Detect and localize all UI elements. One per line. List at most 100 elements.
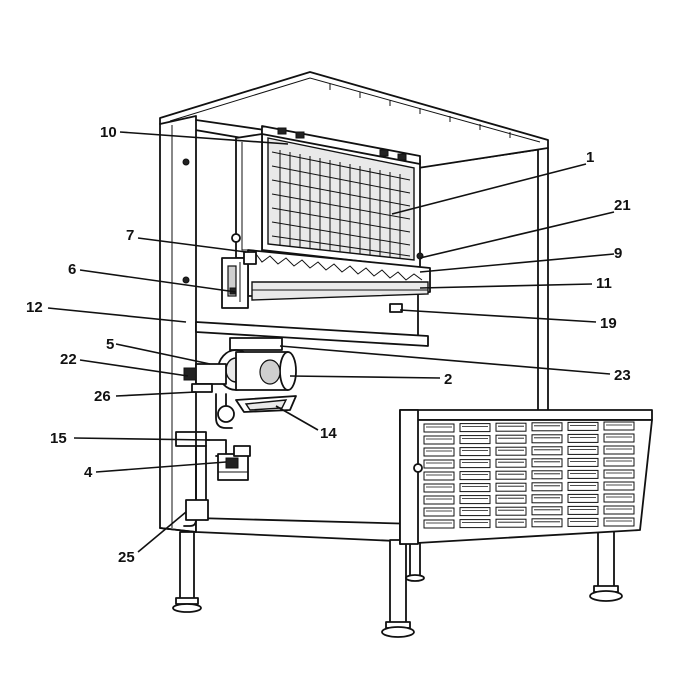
grille-slot xyxy=(567,481,599,491)
grille-slot xyxy=(567,445,599,455)
grille-slot xyxy=(423,447,455,457)
callout-21: 21 xyxy=(614,197,631,214)
grille-slot xyxy=(423,483,455,493)
grille-slot xyxy=(423,519,455,529)
water-pump-motor xyxy=(183,337,297,413)
grille-slot xyxy=(603,421,635,431)
callout-12: 12 xyxy=(26,299,43,316)
grille-slot xyxy=(495,494,527,504)
grille-slot xyxy=(495,422,527,432)
leader-12 xyxy=(47,307,187,323)
callout-25: 25 xyxy=(118,549,135,566)
grille-slot xyxy=(531,470,563,480)
leader-2 xyxy=(289,375,441,379)
grille-slot xyxy=(423,495,455,505)
grille-slot xyxy=(531,422,563,432)
callout-10: 10 xyxy=(100,124,117,141)
grille-slot xyxy=(531,458,563,468)
grille-slot xyxy=(567,517,599,527)
grille-slot xyxy=(459,495,491,505)
grille-slot xyxy=(567,433,599,443)
grille-slot xyxy=(423,459,455,469)
grille-slot xyxy=(531,494,563,504)
leader-1 xyxy=(391,163,587,215)
evaporator-assembly xyxy=(231,125,424,269)
callout-6: 6 xyxy=(68,261,76,278)
grille-slot xyxy=(567,421,599,431)
grille-slots xyxy=(423,421,635,529)
cabinet-frame xyxy=(159,71,549,543)
callout-4: 4 xyxy=(84,464,93,481)
leader-25 xyxy=(137,511,187,553)
grille-slot xyxy=(495,470,527,480)
callout-15: 15 xyxy=(50,430,67,447)
grille-slot xyxy=(423,435,455,445)
grille-slot xyxy=(423,471,455,481)
legs xyxy=(172,523,623,638)
grille-slot xyxy=(603,493,635,503)
grille-slot xyxy=(531,506,563,516)
grille-slot xyxy=(459,447,491,457)
grille-slot xyxy=(531,434,563,444)
leader-19 xyxy=(399,309,597,323)
grille-slot xyxy=(459,519,491,529)
grille-slot xyxy=(567,457,599,467)
grille-slot xyxy=(459,471,491,481)
water-trough xyxy=(247,249,431,313)
grille-slot xyxy=(495,446,527,456)
grille-slot xyxy=(531,482,563,492)
grille-slot xyxy=(567,469,599,479)
callout-19: 19 xyxy=(600,315,617,332)
plumbing xyxy=(175,393,251,527)
grille-slot xyxy=(567,505,599,515)
front-grille xyxy=(399,409,653,545)
leader-lines xyxy=(47,131,615,553)
callout-5: 5 xyxy=(106,336,114,353)
grille-slot xyxy=(603,469,635,479)
grille-slot xyxy=(531,518,563,528)
grille-slot xyxy=(495,518,527,528)
leader-4 xyxy=(95,461,227,473)
grille-slot xyxy=(459,435,491,445)
callout-1: 1 xyxy=(586,149,594,166)
grille-slot xyxy=(495,458,527,468)
grille-slot xyxy=(567,493,599,503)
grille-slot xyxy=(459,423,491,433)
grille-slot xyxy=(423,507,455,517)
grille-slot xyxy=(459,507,491,517)
grille-slot xyxy=(603,517,635,527)
leader-7 xyxy=(137,237,247,253)
grille-slot xyxy=(603,481,635,491)
leader-9 xyxy=(419,253,615,273)
grille-slot xyxy=(459,459,491,469)
grille-slot xyxy=(495,434,527,444)
callout-2: 2 xyxy=(444,371,452,388)
leader-11 xyxy=(419,283,593,289)
grille-slot xyxy=(495,482,527,492)
leader-15 xyxy=(73,437,211,441)
callout-7: 7 xyxy=(126,227,134,244)
leader-26 xyxy=(115,391,197,397)
grille-slot xyxy=(531,446,563,456)
leader-21 xyxy=(419,211,615,259)
callout-11: 11 xyxy=(596,275,612,292)
leader-23 xyxy=(279,345,611,375)
leader-22 xyxy=(79,359,189,377)
grille-slot xyxy=(495,506,527,516)
callout-labels: 1 21 9 11 19 23 2 14 10 7 6 12 5 22 26 1… xyxy=(26,124,631,566)
leader-14 xyxy=(275,405,319,431)
grille-slot xyxy=(603,457,635,467)
grille-slot xyxy=(603,433,635,443)
callout-14: 14 xyxy=(320,425,337,442)
callout-9: 9 xyxy=(614,245,622,262)
callout-26: 26 xyxy=(94,388,111,405)
grille-slot xyxy=(459,483,491,493)
callout-22: 22 xyxy=(60,351,77,368)
callout-23: 23 xyxy=(614,367,631,384)
leader-5 xyxy=(115,343,211,365)
grille-slot xyxy=(603,445,635,455)
leader-6 xyxy=(79,269,237,293)
grille-slot xyxy=(603,505,635,515)
leader-10 xyxy=(119,131,289,145)
